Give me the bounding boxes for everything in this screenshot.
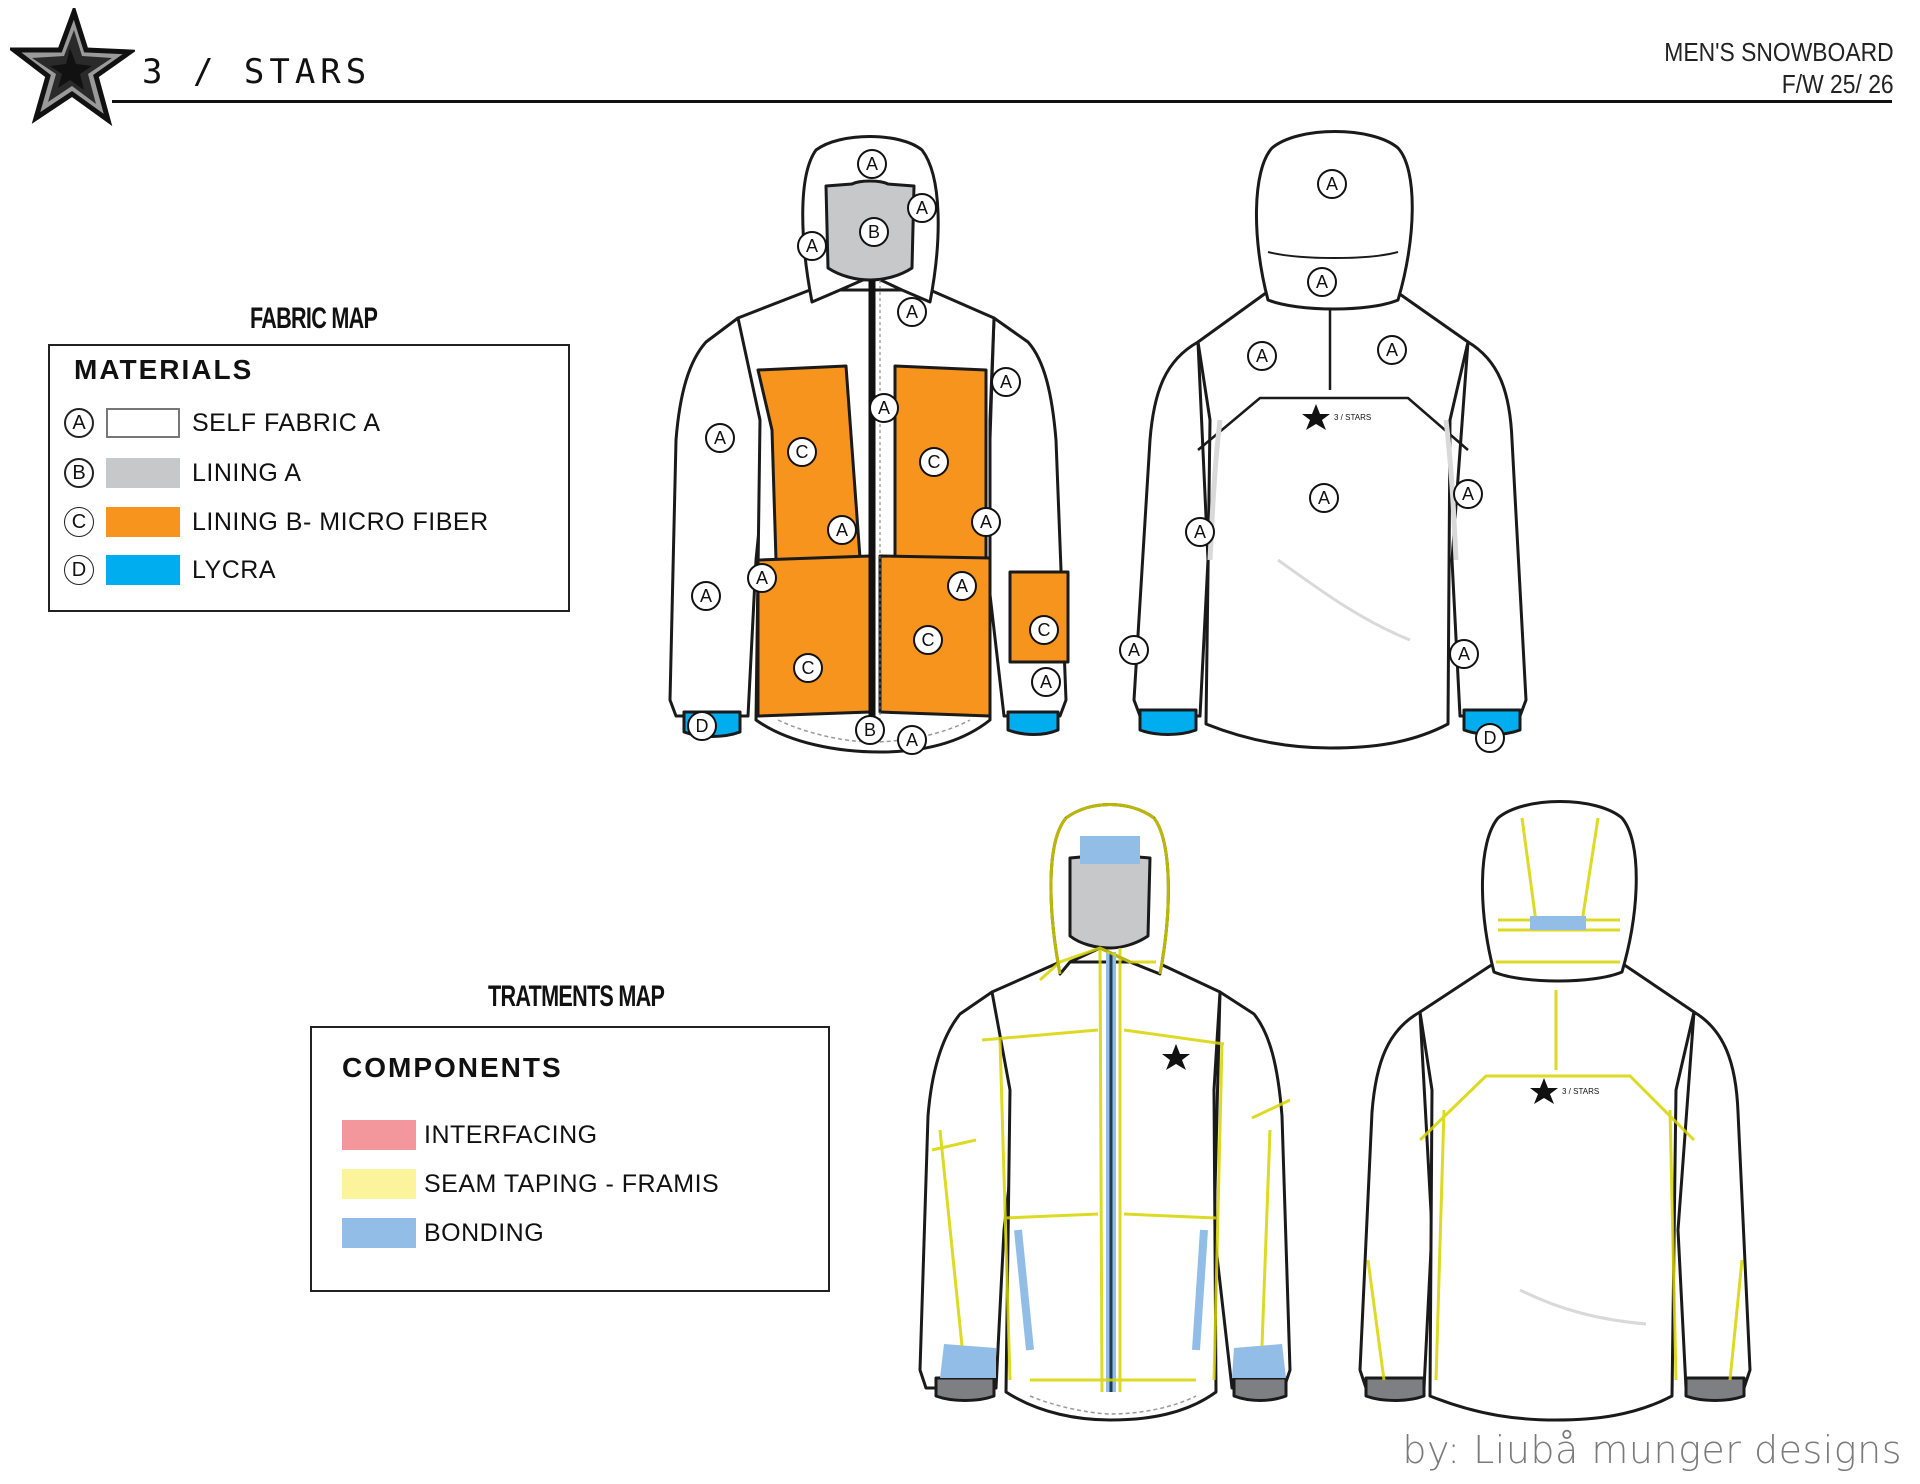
fabric-back-jacket: [1132, 130, 1528, 750]
collection-label: MEN'S SNOWBOARD F/W 25/ 26: [1665, 36, 1894, 100]
material-label-c: LINING B- MICRO FIBER: [192, 507, 489, 536]
callout-c: C: [1038, 620, 1051, 640]
treatments-front-jacket: [918, 803, 1292, 1422]
material-row-b: B LINING A: [64, 458, 302, 488]
callout-a: A: [700, 586, 712, 606]
brand-name: 3 / STARS: [142, 52, 372, 92]
callout-a: A: [866, 154, 878, 174]
callout-a: A: [756, 568, 768, 588]
component-label-bonding: BONDING: [424, 1218, 545, 1247]
fabric-map-title: FABRIC MAP: [250, 302, 378, 335]
callout-d: D: [696, 716, 709, 736]
materials-heading: MATERIALS: [74, 354, 254, 385]
callout-a: A: [1326, 174, 1338, 194]
swatch-lycra: [106, 555, 180, 585]
callout-a: A: [1000, 372, 1012, 392]
callout-a: A: [1128, 640, 1140, 660]
seam-taping-front: [931, 803, 1291, 1393]
component-label-interfacing: INTERFACING: [424, 1120, 598, 1149]
callout-a: A: [1316, 272, 1328, 292]
callout-a: A: [1040, 672, 1052, 692]
callout-a: A: [1318, 488, 1330, 508]
components-legend: COMPONENTS INTERFACING SEAM TAPING - FRA…: [310, 1026, 830, 1292]
component-row-bonding: BONDING: [342, 1218, 544, 1248]
treatments-back-jacket: [1358, 800, 1752, 1422]
swatch-self-fabric: [106, 408, 180, 438]
component-label-seam-taping: SEAM TAPING - FRAMIS: [424, 1169, 720, 1198]
swatch-interfacing: [342, 1120, 416, 1150]
callout-a: A: [956, 576, 968, 596]
callout-a: A: [1458, 644, 1470, 664]
back-chest-logo-2-text: 3 / STARS: [1562, 1087, 1599, 1096]
callout-a: A: [836, 520, 848, 540]
callout-c: C: [796, 442, 809, 462]
back-chest-logo: 3 / STARS: [1302, 404, 1371, 430]
brand-star-logo: [10, 8, 135, 127]
back-chest-logo-2: 3 / STARS: [1530, 1078, 1599, 1104]
code-badge-c: C: [64, 507, 94, 537]
callout-a: A: [980, 512, 992, 532]
callout-a: A: [714, 428, 726, 448]
front-chest-star-icon: [1162, 1044, 1190, 1070]
bonding-hood-back: [1530, 916, 1586, 930]
callout-c: C: [922, 630, 935, 650]
code-badge-b: B: [64, 458, 94, 488]
callout-a: A: [878, 398, 890, 418]
callout-d: D: [1484, 728, 1497, 748]
callout-a: A: [806, 236, 818, 256]
callout-a: A: [906, 302, 918, 322]
callout-a: A: [916, 198, 928, 218]
material-label-b: LINING A: [192, 458, 302, 487]
code-badge-a: A: [64, 408, 94, 438]
callout-c: C: [802, 658, 815, 678]
code-badge-d: D: [64, 555, 94, 585]
treatments-map-title: TRATMENTS MAP: [488, 980, 665, 1013]
collection-line-2: F/W 25/ 26: [1782, 69, 1894, 99]
header-rule: [112, 100, 1892, 103]
callout-a: A: [1256, 346, 1268, 366]
callout-a: A: [1194, 522, 1206, 542]
material-row-d: D LYCRA: [64, 555, 276, 585]
collection-line-1: MEN'S SNOWBOARD: [1664, 37, 1894, 67]
callout-b: B: [868, 222, 880, 242]
callout-b: B: [864, 720, 876, 740]
callout-a: A: [1386, 340, 1398, 360]
callout-a: A: [1462, 484, 1474, 504]
swatch-lining-a: [106, 458, 180, 488]
material-label-a: SELF FABRIC A: [192, 408, 381, 437]
swatch-bonding: [342, 1218, 416, 1248]
materials-legend: MATERIALS A SELF FABRIC A B LINING A C L…: [48, 344, 570, 612]
designer-credit: by: Liubå munger designs: [1402, 1428, 1902, 1472]
material-label-d: LYCRA: [192, 555, 277, 584]
callout-a: A: [906, 730, 918, 750]
back-chest-logo-text: 3 / STARS: [1334, 413, 1371, 422]
component-row-seam-taping: SEAM TAPING - FRAMIS: [342, 1169, 719, 1199]
material-row-c: C LINING B- MICRO FIBER: [64, 507, 489, 537]
callout-c: C: [928, 452, 941, 472]
components-heading: COMPONENTS: [342, 1052, 563, 1083]
swatch-seam-taping: [342, 1169, 416, 1199]
material-row-a: A SELF FABRIC A: [64, 408, 381, 438]
component-row-interfacing: INTERFACING: [342, 1120, 598, 1150]
fabric-callouts: A A B A A A A A C C A A A A A C C C A D …: [687, 149, 1505, 755]
swatch-lining-b: [106, 507, 180, 537]
